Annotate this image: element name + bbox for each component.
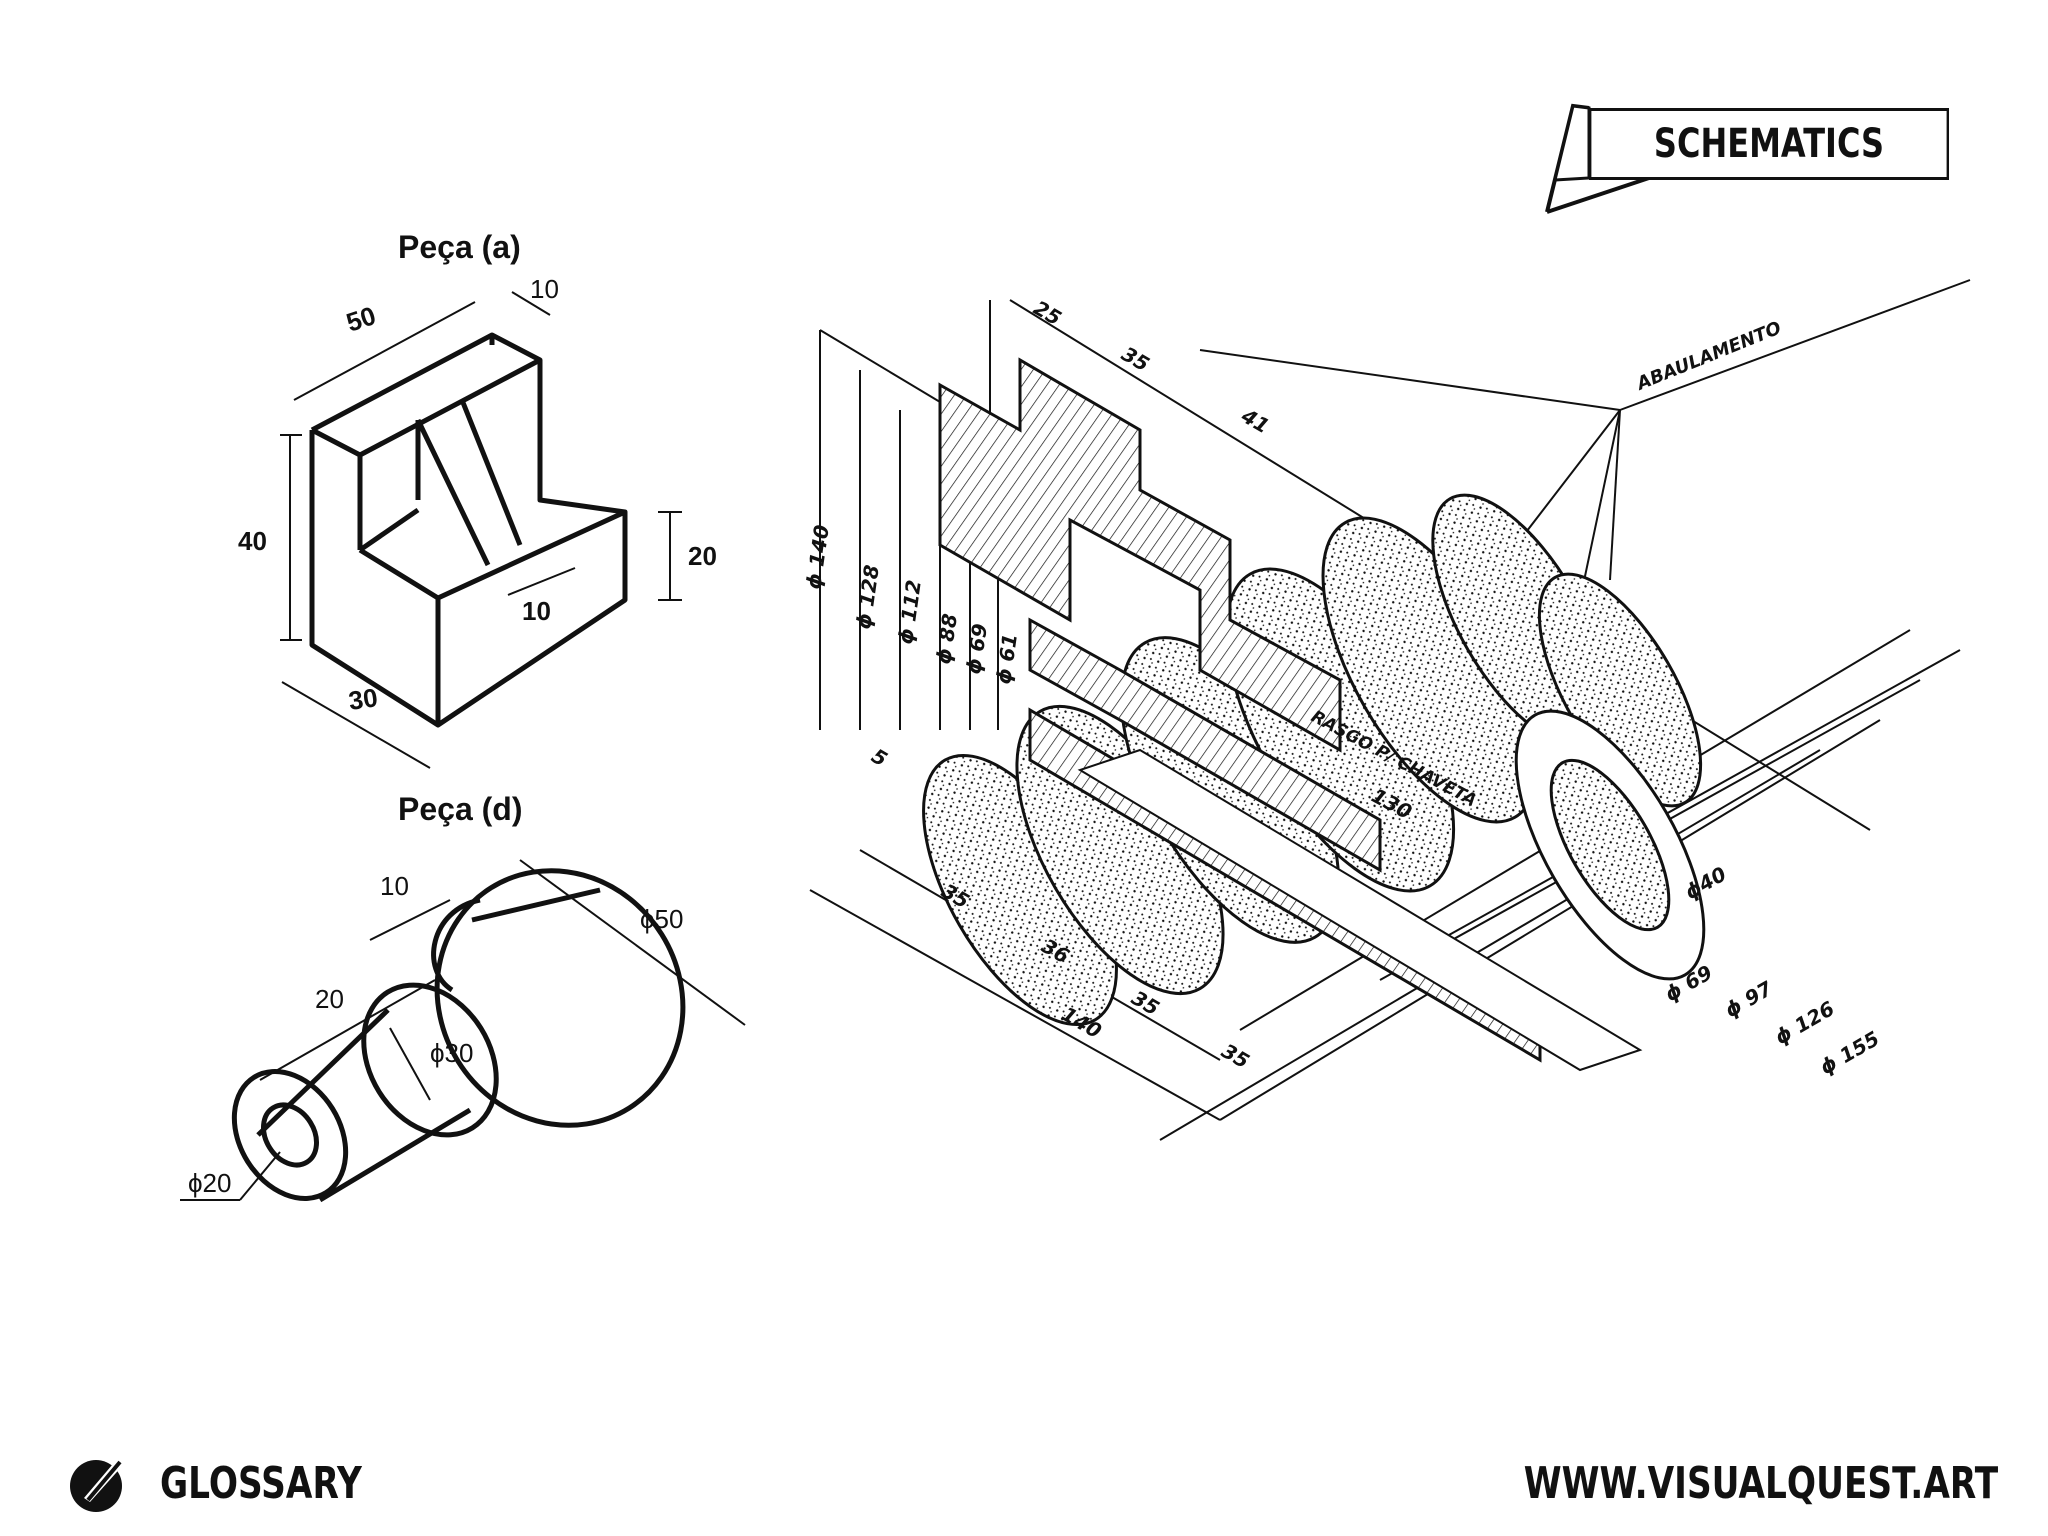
dim-outer-diameter: ϕ50 xyxy=(640,904,683,934)
footer-glossary[interactable]: GLOSSARY xyxy=(66,1448,419,1518)
dim-bore-diameter: ϕ20 xyxy=(188,1168,231,1198)
schematics-badge: SCHEMATICS xyxy=(1545,100,1965,220)
dim-flange-thickness: 10 xyxy=(380,871,409,901)
section-view-drawing: 25 35 41 ABAULAMENTO ϕ 140 ϕ 128 ϕ 112 ϕ… xyxy=(801,279,1971,1141)
label-top-25: 25 xyxy=(1030,296,1066,331)
dim-slot-width: 10 xyxy=(522,596,551,626)
part-d-drawing: Peça (d) 10 20 ϕ50 ϕ30 ϕ20 xyxy=(180,791,746,1203)
quill-logo-icon xyxy=(70,1458,124,1512)
label-r155: ϕ 155 xyxy=(1816,1026,1884,1079)
glossary-label[interactable]: GLOSSARY xyxy=(160,1457,362,1509)
dim-step-height: 20 xyxy=(688,541,717,571)
label-r126: ϕ 126 xyxy=(1771,996,1839,1049)
footer-website[interactable]: WWW.VISUALQUEST.ART xyxy=(1390,1448,1998,1518)
website-link[interactable]: WWW.VISUALQUEST.ART xyxy=(1523,1457,1998,1509)
part-a-drawing: Peça (a) 50 10 40 20 10 30 xyxy=(238,229,717,769)
dim-height: 40 xyxy=(238,526,267,556)
badge-label: SCHEMATICS xyxy=(1589,108,1949,180)
label-d128: ϕ 128 xyxy=(851,563,884,630)
label-b35c: 35 xyxy=(1218,1039,1254,1074)
part-a-title: Peça (a) xyxy=(398,229,521,265)
part-d-title: Peça (d) xyxy=(398,791,522,827)
dim-top-length: 50 xyxy=(343,300,380,337)
label-d112: ϕ 112 xyxy=(893,578,926,645)
badge-flap-shape xyxy=(1545,103,1650,214)
label-r97: ϕ 97 xyxy=(1721,976,1777,1022)
label-five: 5 xyxy=(868,744,892,772)
label-d61: ϕ 61 xyxy=(991,632,1022,686)
label-d69: ϕ 69 xyxy=(961,622,992,676)
dim-shaft-diameter: ϕ30 xyxy=(430,1038,473,1068)
dim-top-thickness: 10 xyxy=(530,274,559,304)
dim-shaft-length: 20 xyxy=(315,984,344,1014)
label-top-41: 41 xyxy=(1237,403,1274,438)
label-d88: ϕ 88 xyxy=(931,612,962,666)
label-d140: ϕ 140 xyxy=(801,523,834,590)
dim-depth: 30 xyxy=(347,682,380,716)
label-top-35: 35 xyxy=(1118,342,1154,377)
